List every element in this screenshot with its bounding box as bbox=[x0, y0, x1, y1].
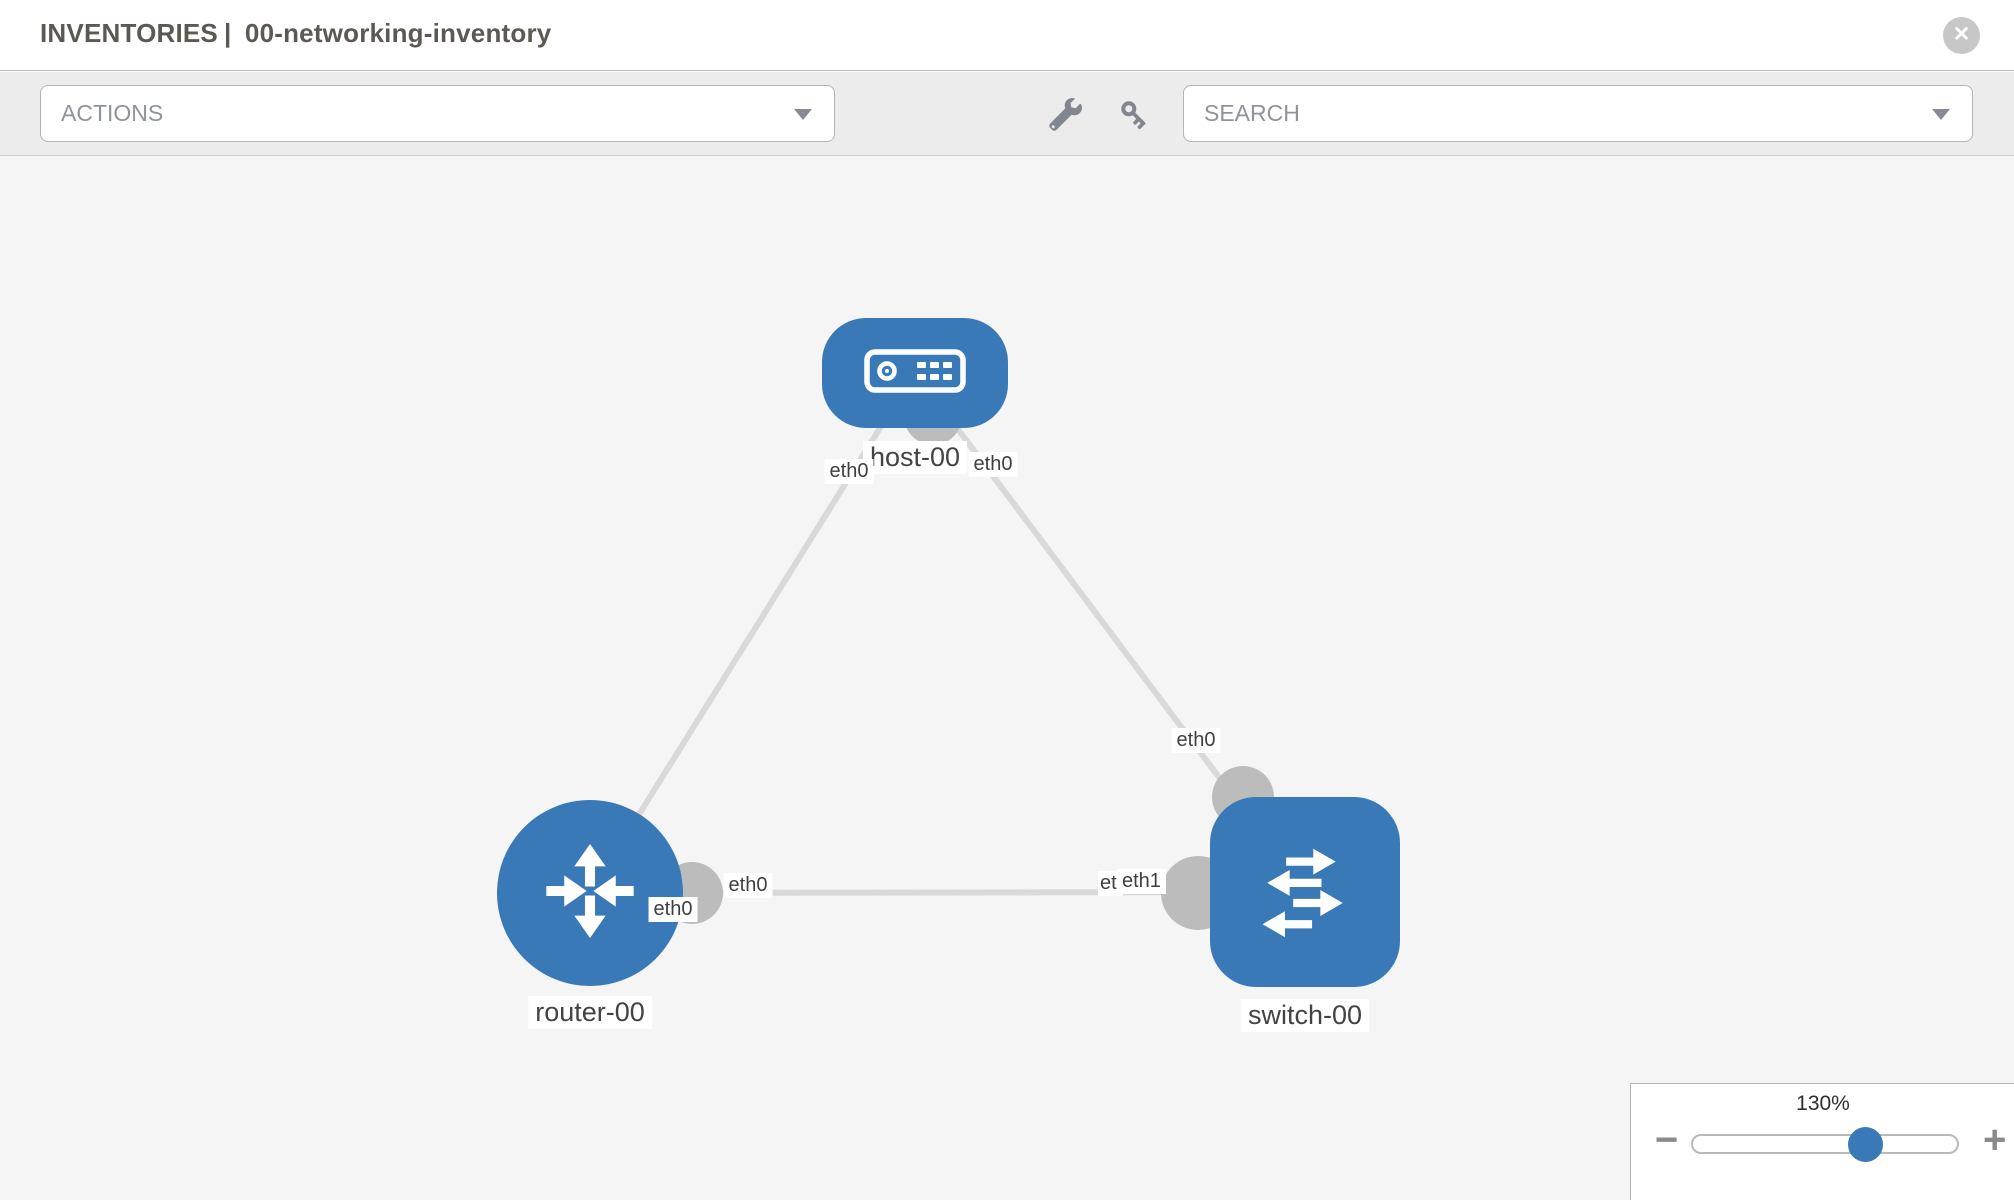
interface-label-host-eth0-left: eth0 bbox=[824, 459, 874, 484]
key-icon[interactable] bbox=[1118, 98, 1152, 132]
chevron-down-icon bbox=[1932, 109, 1950, 120]
page-title-separator: | bbox=[223, 18, 232, 48]
zoom-slider-track[interactable] bbox=[1691, 1134, 1959, 1154]
interface-label-router-eth0-right: eth0 bbox=[723, 873, 773, 898]
zoom-out-button[interactable]: − bbox=[1655, 1118, 1679, 1162]
server-icon bbox=[863, 348, 967, 399]
inventory-name: 00-networking-inventory bbox=[244, 18, 552, 48]
link-host-router[interactable] bbox=[587, 370, 918, 895]
node-host-00[interactable] bbox=[822, 318, 1008, 428]
search-dropdown[interactable]: SEARCH bbox=[1183, 85, 1973, 142]
toolbar: ACTIONS SEARCH bbox=[0, 72, 2014, 156]
search-dropdown-label: SEARCH bbox=[1204, 100, 1300, 126]
zoom-in-button[interactable]: + bbox=[1983, 1118, 2007, 1162]
title-bar: INVENTORIES| 00-networking-inventory ✕ bbox=[0, 0, 2014, 71]
node-router-00[interactable] bbox=[497, 800, 683, 986]
interface-label-switch-eth1: eth1 bbox=[1117, 869, 1166, 894]
topology-links-layer bbox=[587, 370, 1308, 930]
chevron-down-icon bbox=[794, 109, 812, 120]
zoom-slider-thumb[interactable] bbox=[1848, 1127, 1883, 1162]
page-title: INVENTORIES| 00-networking-inventory bbox=[40, 18, 557, 49]
zoom-level-value: 130% bbox=[1796, 1092, 1850, 1115]
topology-canvas[interactable]: host-00 router-00 switch-00 eth0 eth0 et… bbox=[0, 156, 2014, 1200]
switch-arrows-icon bbox=[1246, 831, 1364, 954]
actions-dropdown[interactable]: ACTIONS bbox=[40, 85, 835, 142]
node-label-switch: switch-00 bbox=[1240, 999, 1370, 1032]
close-icon: ✕ bbox=[1952, 23, 1971, 46]
interface-label-router-eth0-top: eth0 bbox=[648, 897, 698, 922]
page-title-prefix: INVENTORIES bbox=[40, 18, 218, 48]
actions-dropdown-label: ACTIONS bbox=[61, 100, 164, 126]
wrench-icon[interactable] bbox=[1048, 98, 1082, 132]
node-label-host: host-00 bbox=[862, 441, 968, 474]
node-label-router: router-00 bbox=[528, 996, 652, 1029]
close-button[interactable]: ✕ bbox=[1943, 17, 1980, 54]
zoom-control-panel: 130% − + bbox=[1630, 1083, 2014, 1200]
node-switch-00[interactable] bbox=[1210, 797, 1400, 987]
interface-label-switch-eth0: eth0 bbox=[1171, 728, 1221, 753]
interface-label-host-eth0-right: eth0 bbox=[968, 452, 1018, 477]
router-arrows-icon bbox=[534, 835, 646, 952]
